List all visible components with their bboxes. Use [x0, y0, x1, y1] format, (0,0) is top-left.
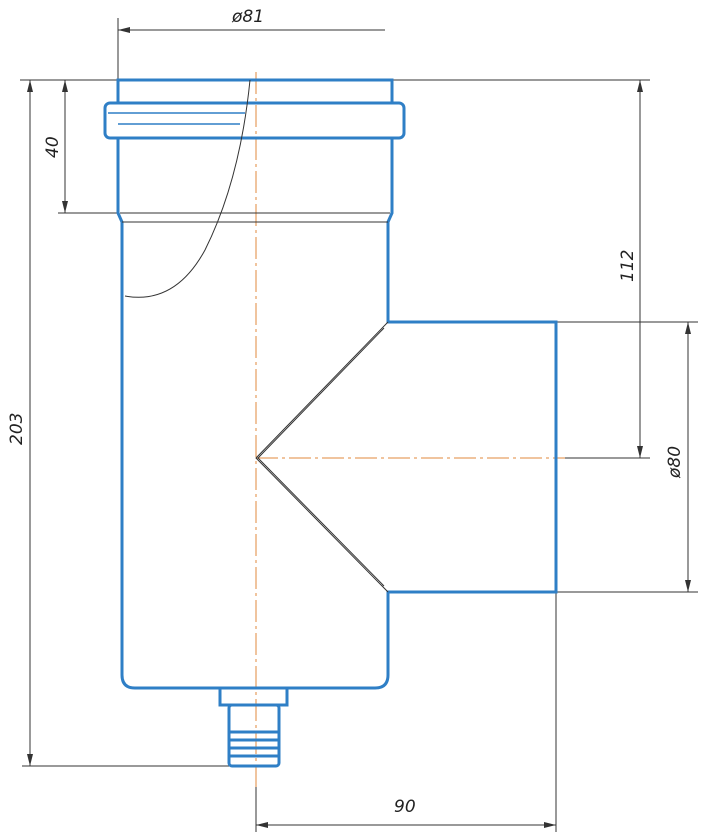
dim-socket-depth: 40	[43, 136, 63, 158]
dim-top-diameter: ø81	[231, 7, 264, 27]
dim-total-height: 203	[7, 413, 27, 445]
centerlines	[255, 72, 565, 790]
dim-branch-length: 90	[394, 797, 416, 817]
dim-branch-axis-height: 112	[618, 250, 638, 282]
dimension-lines	[27, 27, 691, 828]
condensate-drain-nozzle	[218, 686, 289, 768]
tee-body	[103, 78, 558, 690]
dim-branch-diameter: ø80	[665, 446, 685, 479]
